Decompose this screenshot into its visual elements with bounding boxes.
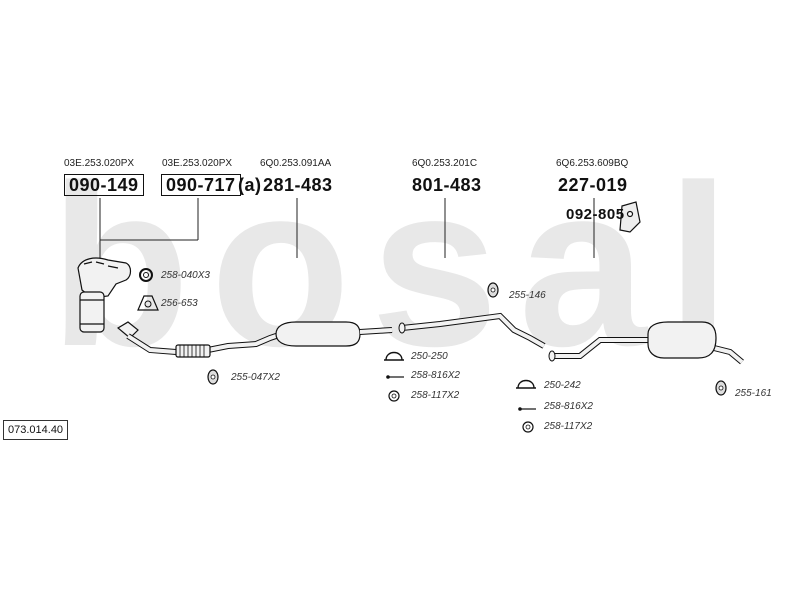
rubber-hanger-icon	[207, 369, 219, 385]
fitting-label: 258-816X2	[411, 370, 460, 381]
front-pipe	[116, 321, 283, 358]
spring-ring-icon	[388, 390, 400, 402]
oem-ref-label: 03E.253.020PX	[64, 158, 135, 169]
fitting-label: 256-653	[161, 298, 198, 309]
bolt-icon	[386, 375, 404, 379]
bolt-icon	[518, 407, 536, 411]
oem-ref-label: 6Q0.253.201C	[412, 158, 478, 169]
oem-ref-label: 6Q6.253.609BQ	[556, 158, 629, 169]
fitting-label: 255-146	[509, 290, 546, 301]
oem-ref-label: 03E.253.020PX	[162, 158, 233, 169]
spring-ring-icon	[522, 421, 534, 433]
fitting-label: 258-117X2	[411, 390, 460, 401]
leader-lines	[99, 198, 595, 258]
fitting-label: 258-040X3	[161, 270, 210, 281]
part-number: 801-483	[412, 175, 482, 195]
fitting-label: 255-047X2	[231, 372, 280, 383]
rear-silencer	[647, 321, 717, 359]
part-number-box: 090-149	[64, 174, 144, 196]
mounting-bracket-icon	[619, 201, 641, 233]
fitting-label: 250-242	[544, 380, 581, 391]
part-number: 281-483	[263, 175, 333, 195]
fitting-label: 255-161	[735, 388, 772, 399]
oem-ref-label: 6Q0.253.091AA	[260, 158, 332, 169]
exhaust-manifold-catalyst	[77, 257, 132, 333]
fitting-label: 258-117X2	[544, 421, 593, 432]
rubber-hanger-icon	[487, 282, 499, 298]
part-suffix: (a)	[238, 175, 262, 195]
clamp-icon	[516, 379, 536, 389]
gasket-ring-icon	[139, 268, 153, 282]
middle-silencer	[275, 321, 393, 347]
fitting-label: 258-816X2	[544, 401, 593, 412]
part-number-box: 090-717	[161, 174, 241, 196]
rubber-hanger-icon	[715, 380, 727, 396]
clamp-icon	[384, 351, 404, 361]
catalog-number: 073.014.40	[3, 420, 69, 440]
flange-gasket-icon	[137, 295, 159, 311]
fitting-label: 250-250	[411, 351, 448, 362]
part-number: 227-019	[558, 175, 628, 195]
bracket-part-number: 092-805	[566, 206, 625, 223]
